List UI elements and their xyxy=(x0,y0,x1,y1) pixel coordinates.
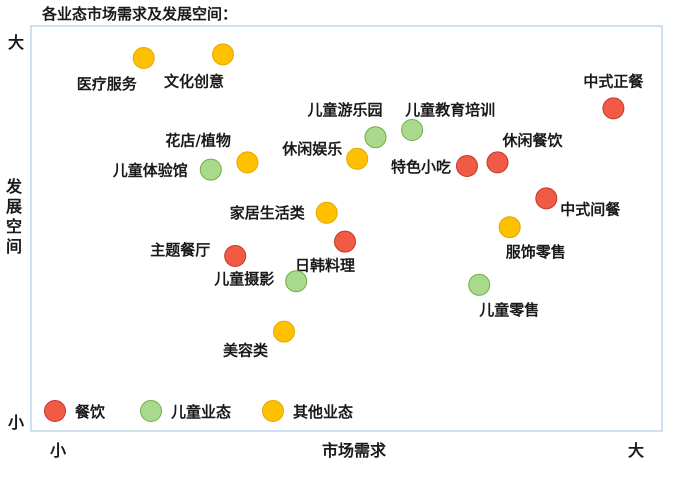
data-point-label: 儿童零售 xyxy=(478,301,539,319)
data-point xyxy=(224,245,247,267)
data-point-label: 中式间餐 xyxy=(560,200,621,218)
y-axis-max-label: 大 xyxy=(8,33,24,52)
legend: 餐饮 儿童业态 其他业态 xyxy=(44,400,353,422)
data-point-label: 儿童游乐园 xyxy=(307,101,383,119)
data-point xyxy=(285,270,308,293)
data-point-label: 休闲餐饮 xyxy=(502,131,564,149)
data-point xyxy=(236,151,259,174)
data-point xyxy=(486,151,509,174)
data-point-label: 花店/植物 xyxy=(165,131,230,149)
legend-label: 餐饮 xyxy=(75,403,106,421)
data-point xyxy=(498,216,521,239)
data-point xyxy=(273,320,295,343)
data-point-label: 儿童教育培训 xyxy=(404,101,495,119)
x-axis-label: 市场需求 xyxy=(322,441,387,460)
x-axis-min-label: 小 xyxy=(50,441,66,460)
data-point xyxy=(334,230,356,253)
data-point xyxy=(364,126,387,149)
y-axis-label-char: 间 xyxy=(6,237,22,256)
legend-marker xyxy=(262,400,284,422)
y-axis-label-char: 发 xyxy=(5,177,23,196)
data-point-label: 日韩料理 xyxy=(295,257,355,275)
data-point xyxy=(346,147,369,170)
data-point xyxy=(468,273,491,296)
data-point-label: 美容类 xyxy=(223,342,269,360)
legend-label: 其他业态 xyxy=(293,403,353,421)
y-axis-label: 发展空间 xyxy=(5,177,23,256)
data-point xyxy=(401,119,424,141)
y-axis-label-char: 展 xyxy=(6,197,23,216)
chart-title: 各业态市场需求及发展空间： xyxy=(41,5,237,23)
data-point-label: 中式正餐 xyxy=(583,72,644,90)
data-point xyxy=(535,187,558,210)
data-point-label: 儿童摄影 xyxy=(213,270,274,288)
data-point-label: 特色小吃 xyxy=(391,158,451,176)
data-point-label: 儿童体验馆 xyxy=(112,162,188,180)
data-point-label: 家居生活类 xyxy=(230,204,306,222)
data-point-label: 主题餐厅 xyxy=(150,241,210,259)
legend-marker xyxy=(44,400,66,422)
plot-area-frame xyxy=(30,25,663,432)
data-point xyxy=(602,97,625,120)
data-point xyxy=(315,201,338,224)
x-axis-max-label: 大 xyxy=(628,441,644,460)
data-point-label: 医疗服务 xyxy=(77,75,138,93)
data-point-label: 文化创意 xyxy=(164,72,224,90)
y-axis-min-label: 小 xyxy=(8,413,24,432)
data-point xyxy=(212,43,234,66)
data-point-label: 服饰零售 xyxy=(506,243,566,261)
legend-marker xyxy=(140,400,162,422)
data-point xyxy=(132,47,155,69)
data-point-label: 休闲娱乐 xyxy=(281,140,342,158)
y-axis-label-char: 空 xyxy=(6,217,22,236)
legend-label: 儿童业态 xyxy=(170,403,231,421)
data-point xyxy=(199,158,222,181)
data-point xyxy=(456,155,478,177)
